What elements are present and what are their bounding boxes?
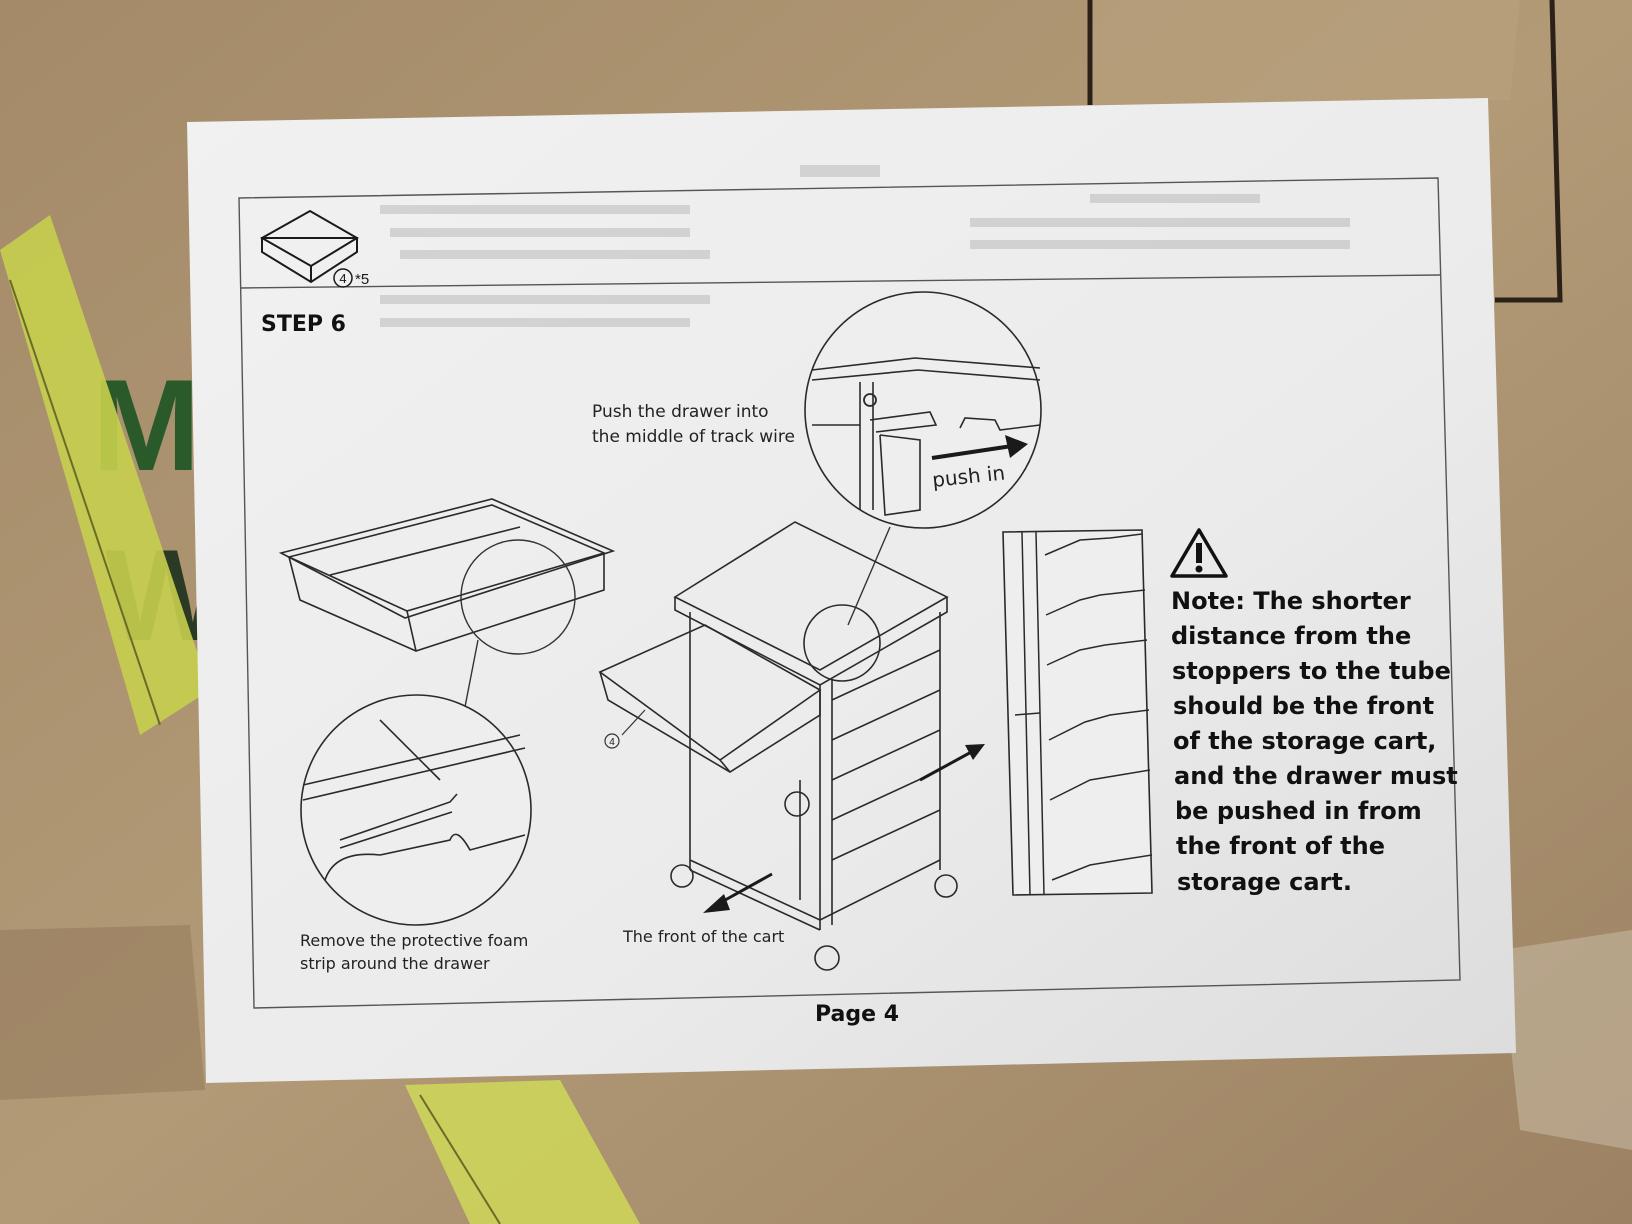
drawer-detail-marker	[460, 539, 576, 655]
part-quantity: *5	[355, 271, 369, 288]
step-title: STEP 6	[261, 312, 346, 337]
track-detail-circle	[804, 291, 1042, 529]
push-arrow-icon	[931, 444, 1013, 460]
foam-detail-lines	[302, 719, 526, 881]
warning-icon-dot	[1195, 565, 1203, 573]
drawer-illustration	[278, 498, 616, 652]
ruler-left	[0, 215, 210, 735]
track-detail-lines	[811, 357, 1041, 516]
screw-icon	[863, 393, 877, 407]
note-line: be pushed in from	[1175, 797, 1422, 825]
note-line: the front of the	[1176, 832, 1385, 860]
page-label: Page 4	[815, 1002, 899, 1027]
leader-line	[463, 639, 479, 713]
side-arrow-head-icon	[965, 744, 985, 760]
note-line: of the storage cart,	[1173, 727, 1436, 755]
front-arrow-icon	[717, 872, 773, 906]
rail-detail-lines	[1014, 531, 1153, 896]
part-number: 4	[339, 271, 346, 286]
push-drawer-line: the middle of track wire	[592, 427, 795, 447]
leader-line	[847, 526, 891, 626]
cart-part-circle	[604, 733, 620, 749]
remove-foam-caption: Remove the protective foam strip around …	[300, 931, 533, 973]
foam-detail-circle	[300, 694, 532, 926]
note-line: storage cart.	[1177, 868, 1352, 896]
warning-icon	[1170, 528, 1228, 578]
warning-icon-bar	[1196, 543, 1202, 563]
push-arrow-head-icon	[1005, 435, 1028, 458]
cart-part-number: 4	[609, 737, 615, 748]
instruction-frame	[238, 177, 1461, 1009]
show-through-text	[380, 165, 1350, 327]
ruler-bottom	[405, 1080, 640, 1224]
box-marker-line-right	[1495, 0, 1563, 303]
push-drawer-caption: Push the drawer into the middle of track…	[592, 402, 795, 447]
front-arrow-head-icon	[703, 894, 730, 913]
cardboard-flap-shadow	[0, 925, 205, 1100]
drawer-part-icon	[259, 209, 359, 284]
note-line: Note: The shorter	[1171, 587, 1411, 615]
push-drawer-line: Push the drawer into	[592, 402, 769, 422]
front-of-cart-caption: The front of the cart	[622, 927, 784, 946]
header-divider	[239, 274, 1441, 289]
note-line: should be the front	[1173, 692, 1434, 720]
note-line: stoppers to the tube	[1172, 657, 1451, 685]
packing-tape	[1500, 930, 1632, 1150]
note-line: distance from the	[1171, 622, 1411, 650]
note-line: and the drawer must	[1174, 762, 1458, 790]
note-text: Note: The shorter distance from the stop…	[1171, 587, 1466, 896]
remove-foam-line: Remove the protective foam	[300, 931, 528, 950]
part-number-circle	[333, 268, 353, 288]
rail-detail-panel	[1002, 529, 1153, 896]
side-arrow-icon	[919, 748, 976, 782]
leader-line	[621, 709, 646, 736]
remove-foam-line: strip around the drawer	[300, 954, 490, 973]
cardboard-flap	[1090, 0, 1520, 105]
cart-illustration	[598, 521, 958, 971]
